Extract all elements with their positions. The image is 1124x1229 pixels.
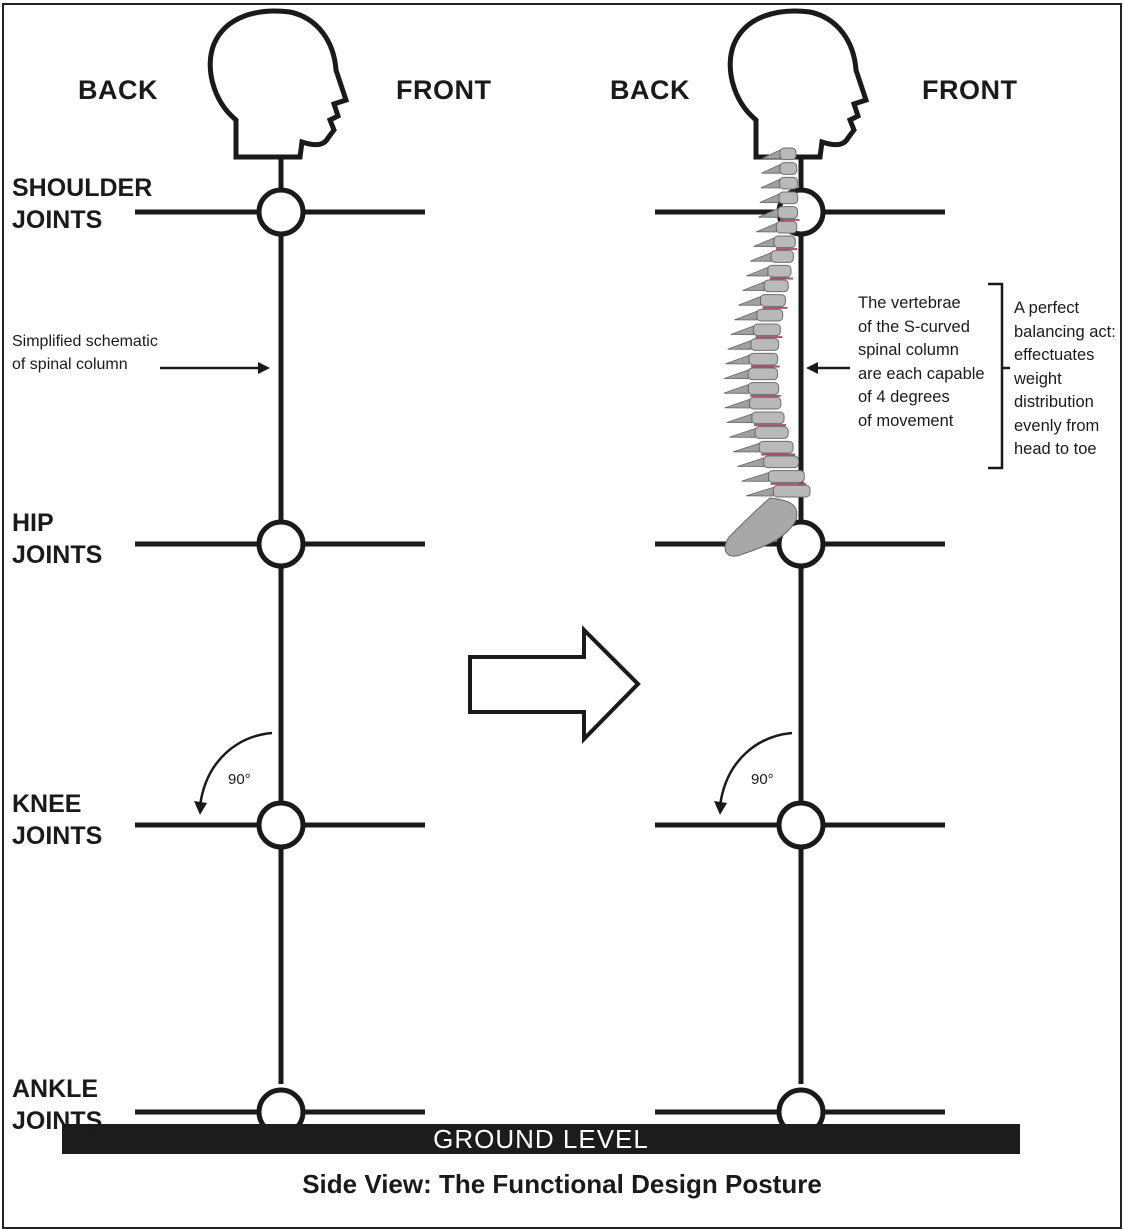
spinous-process: [737, 458, 763, 467]
spinous-process: [754, 238, 774, 247]
left-back-label: BACK: [78, 75, 158, 106]
vertebra: [750, 397, 781, 409]
left-knee-angle-label: 90°: [228, 771, 251, 788]
vertebra: [759, 441, 793, 453]
right-head-profile-icon: [730, 11, 866, 157]
spinous-process: [746, 487, 773, 496]
balance-note: A perfect balancing act: effectuates wei…: [1014, 297, 1116, 462]
ground-level-label: GROUND LEVEL: [62, 1124, 1020, 1154]
spinous-process: [742, 473, 769, 482]
spinous-process: [762, 150, 780, 159]
vertebrae-note: The vertebrae of the S-curved spinal col…: [858, 292, 985, 433]
knee-joints-label: KNEE JOINTS: [12, 788, 102, 852]
spinous-process: [733, 443, 759, 452]
spinous-process: [725, 355, 749, 364]
vertebra: [752, 412, 784, 424]
spinous-process: [724, 385, 748, 394]
schematic-arrow: [160, 362, 270, 374]
spinous-process: [760, 194, 779, 203]
balance-bracket: [988, 284, 1010, 468]
spinous-process: [727, 414, 752, 423]
right-figure: [655, 11, 945, 1142]
schematic-note: Simplified schematic of spinal column: [12, 330, 158, 376]
left-shoulder-joint: [259, 190, 303, 234]
vertebra: [748, 368, 778, 380]
hip-joints-label: HIP JOINTS: [12, 507, 102, 571]
vertebra: [780, 177, 798, 189]
vertebra: [780, 148, 796, 160]
left-head-profile-icon: [210, 11, 346, 157]
left-hip-joint: [259, 522, 303, 566]
vertebra: [760, 295, 785, 307]
figure-caption: Side View: The Functional Design Posture: [0, 1169, 1124, 1200]
vertebra: [748, 383, 778, 395]
vertebra: [773, 485, 810, 497]
spinous-process: [725, 399, 750, 408]
spinous-process: [756, 223, 776, 232]
vertebra: [764, 456, 799, 468]
spinous-process: [729, 429, 755, 438]
left-knee-joint: [259, 803, 303, 847]
spinal-column-illustration: [724, 148, 810, 556]
spinous-process: [761, 179, 780, 188]
right-knee-angle-label: 90°: [751, 771, 774, 788]
vertebra: [779, 192, 798, 204]
vertebra: [776, 221, 797, 233]
right-front-label: FRONT: [922, 75, 1017, 106]
spinous-process: [731, 326, 754, 335]
vertebra: [751, 339, 779, 351]
vertebra: [749, 353, 778, 365]
right-back-label: BACK: [610, 75, 690, 106]
vertebra: [769, 471, 805, 483]
vertebra: [755, 427, 788, 439]
vertebra: [771, 251, 793, 263]
left-front-label: FRONT: [396, 75, 491, 106]
spinous-process: [728, 341, 751, 350]
spinous-process: [750, 253, 771, 262]
spinous-process: [734, 311, 756, 320]
left-figure: [135, 11, 425, 1142]
vertebrae-arrow: [806, 362, 850, 374]
spinous-process: [724, 370, 748, 379]
shoulder-joints-label: SHOULDER JOINTS: [12, 172, 152, 236]
spinous-process: [762, 165, 780, 174]
spinous-process: [738, 297, 760, 306]
vertebra: [774, 236, 795, 248]
vertebra: [754, 324, 781, 336]
spinous-process: [743, 282, 765, 291]
vertebra: [778, 207, 798, 219]
spinous-process: [747, 267, 768, 276]
vertebra: [768, 265, 791, 277]
right-knee-joint: [779, 803, 823, 847]
vertebra: [757, 309, 783, 321]
vertebra: [780, 163, 797, 175]
vertebra: [764, 280, 788, 292]
transition-arrow-icon: [470, 630, 638, 739]
